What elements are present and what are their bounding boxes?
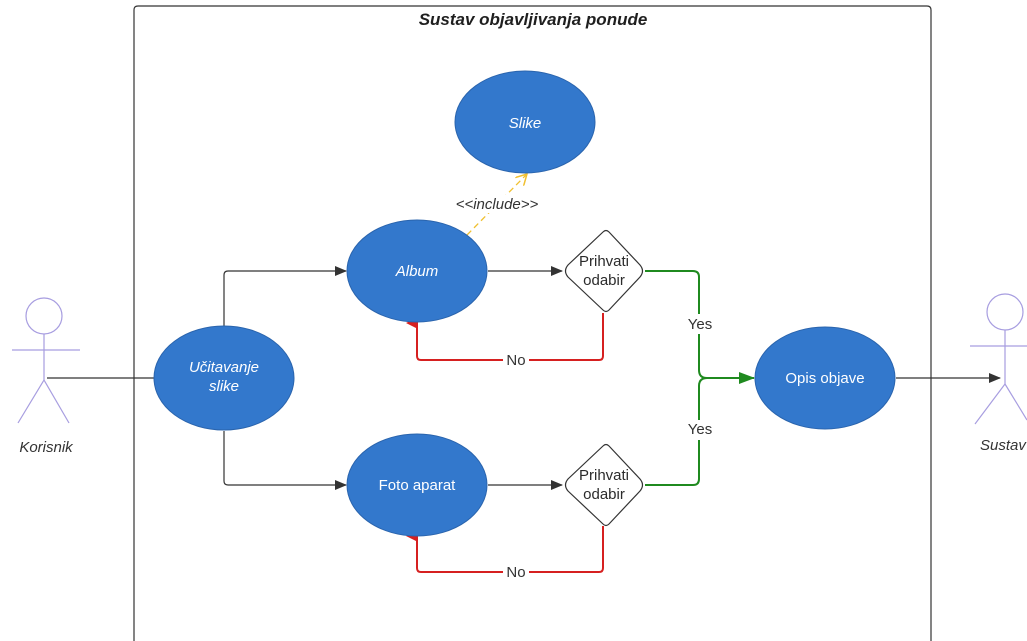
yes-top-label-bg — [684, 314, 716, 334]
edge-ucitavanje-album — [223, 266, 347, 326]
actor-sustav — [970, 293, 1027, 425]
decision-bottom[interactable]: Prihvati odabir — [564, 443, 644, 527]
decision-top[interactable]: Prihvati odabir — [564, 229, 644, 313]
decision-top-line2: odabir — [583, 272, 625, 289]
no-bottom-label: No — [506, 564, 525, 581]
decision-top-line1: Prihvati — [579, 253, 629, 270]
decision-bottom-line2: odabir — [583, 486, 625, 503]
edge-ucitavanje-foto — [223, 431, 347, 490]
actor-korisnik — [12, 297, 80, 424]
yes-bottom-label-bg — [684, 420, 716, 440]
actor-sustav-head — [986, 293, 1024, 331]
use-case-ucitavanje-line2: slike — [209, 378, 239, 395]
no-bottom-label-bg — [503, 563, 529, 581]
include-label-bg — [452, 195, 542, 213]
decision-bottom-line1: Prihvati — [579, 467, 629, 484]
use-case-ucitavanje-slike[interactable]: Učitavanje slike — [153, 325, 295, 431]
include-label: <<include>> — [456, 196, 539, 213]
actor-korisnik-head — [25, 297, 63, 335]
use-case-album[interactable]: Album — [346, 219, 488, 323]
yes-top-label: Yes — [688, 316, 712, 333]
yes-edge-bottom — [645, 377, 708, 486]
use-case-foto-aparat-label: Foto aparat — [379, 477, 457, 494]
actor-sustav-label: Sustav — [980, 437, 1027, 454]
use-case-slike[interactable]: Slike — [454, 70, 596, 174]
edge-labels: <<include>> Yes Yes No No — [452, 195, 716, 581]
use-case-opis-objave[interactable]: Opis objave — [754, 326, 896, 430]
no-top-label-bg — [503, 351, 529, 369]
system-title: Sustav objavljivanja ponude — [419, 10, 648, 29]
system-boundary: Sustav objavljivanja ponude — [133, 5, 932, 641]
use-case-opis-objave-label: Opis objave — [785, 370, 864, 387]
use-case-ucitavanje-line1: Učitavanje — [189, 359, 259, 376]
actor-korisnik-label: Korisnik — [19, 439, 74, 456]
use-case-slike-label: Slike — [509, 115, 542, 132]
no-top-label: No — [506, 352, 525, 369]
use-case-album-label: Album — [395, 263, 439, 280]
use-case-foto-aparat[interactable]: Foto aparat — [346, 433, 488, 537]
yes-bottom-label: Yes — [688, 421, 712, 438]
